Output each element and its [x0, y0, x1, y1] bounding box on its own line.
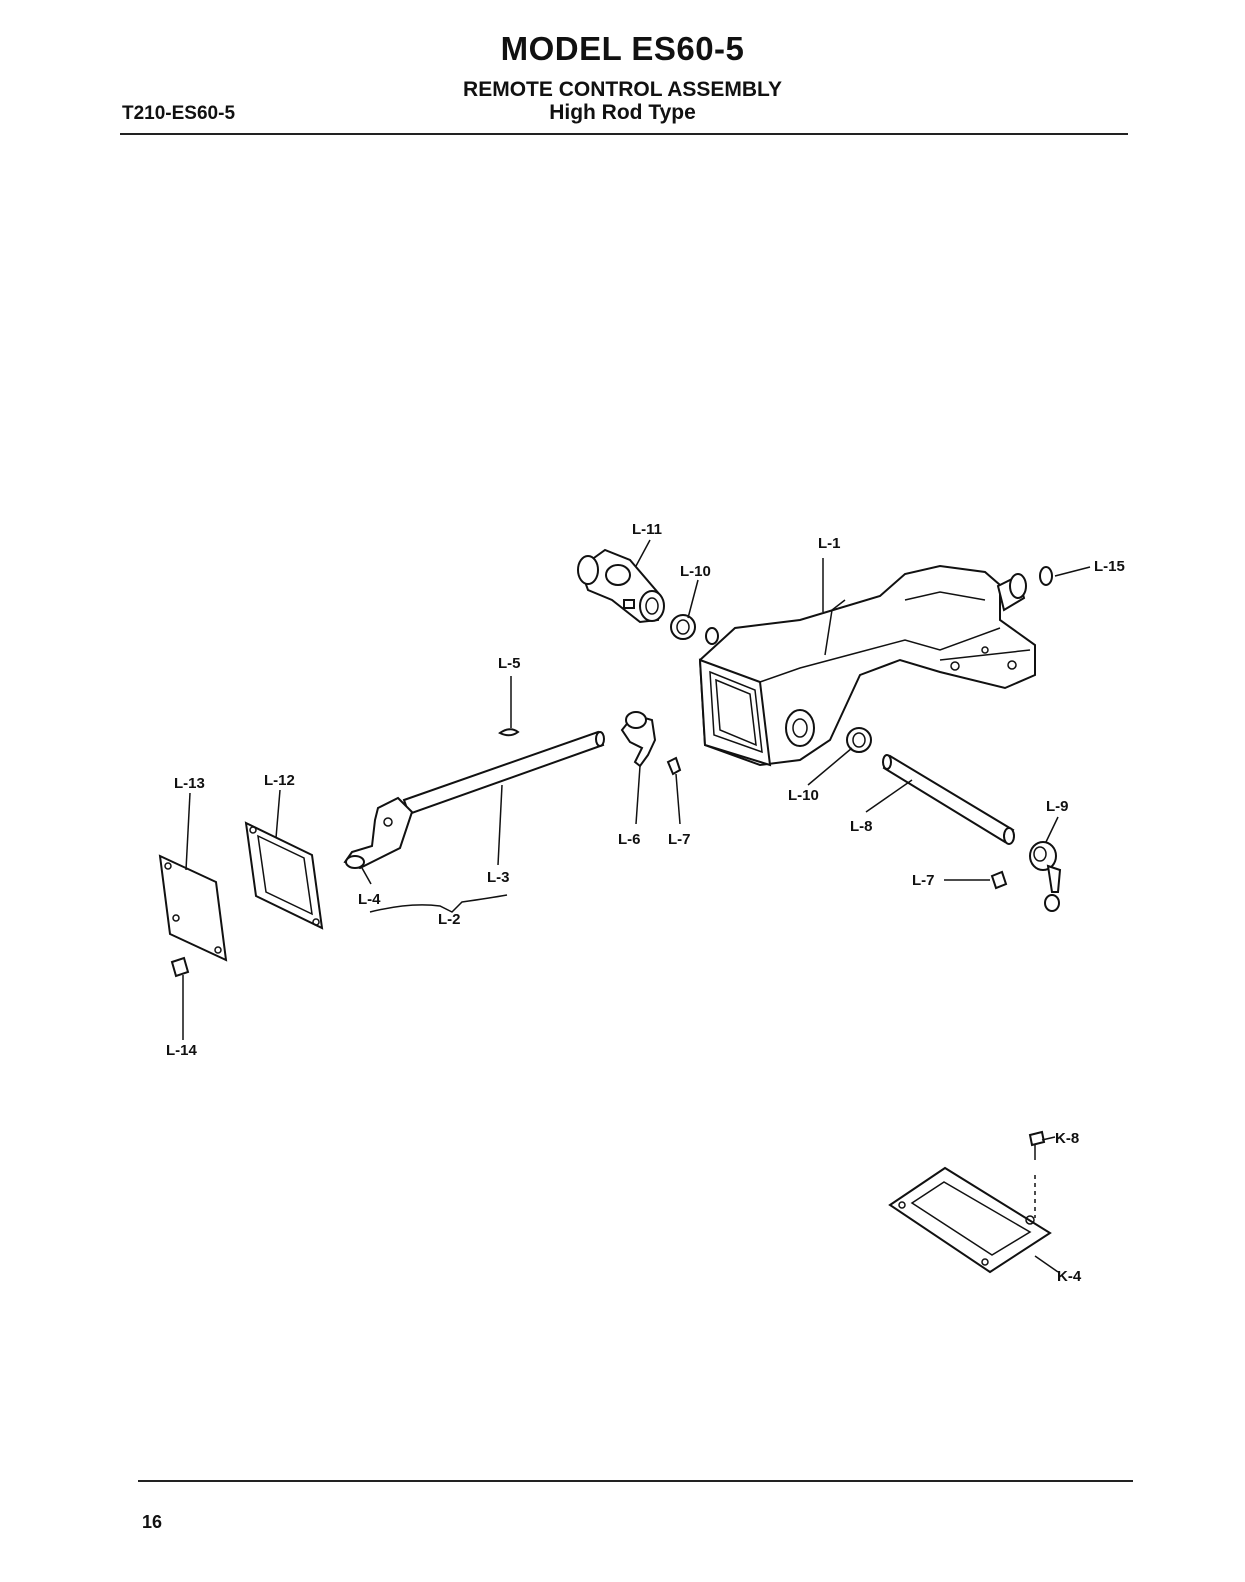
callout-l13: L-13	[174, 775, 205, 792]
bolt-lower-part	[990, 870, 1008, 890]
document-id: T210-ES60-5	[122, 103, 236, 124]
callout-l10-upper: L-10	[680, 563, 711, 580]
assembly-title: REMOTE CONTROL ASSEMBLY	[463, 78, 782, 101]
assembly-subtitle: High Rod Type	[549, 101, 696, 124]
callout-l7-lower: L-7	[912, 872, 935, 889]
callout-l9: L-9	[1046, 798, 1069, 815]
page-title: MODEL ES60-5	[500, 30, 745, 67]
seal-lower-part	[846, 727, 872, 753]
shaft-part	[343, 730, 605, 870]
callout-l5: L-5	[498, 655, 521, 672]
bolt-k8-part	[1028, 1130, 1046, 1218]
leader-lines	[185, 539, 1091, 1273]
lever-part	[620, 711, 657, 768]
callout-l12: L-12	[264, 772, 295, 789]
gasket-k4-part	[888, 1166, 1052, 1274]
callout-l15: L-15	[1094, 558, 1125, 575]
callout-l8: L-8	[850, 818, 873, 835]
page-number: 16	[142, 1512, 163, 1532]
bolt-cover-part	[170, 956, 190, 1040]
bolt-upper-part	[666, 756, 682, 776]
callout-l3: L-3	[487, 869, 510, 886]
footer-divider	[138, 1480, 1133, 1482]
key-part	[498, 728, 520, 737]
seal-upper-part	[670, 614, 696, 640]
callout-l6: L-6	[618, 831, 641, 848]
callout-l1: L-1	[818, 535, 841, 552]
callout-l11: L-11	[632, 521, 662, 538]
lever-right-part	[1029, 841, 1062, 912]
callout-k8: K-8	[1055, 1130, 1079, 1147]
callout-l14: L-14	[166, 1042, 198, 1059]
callout-l4: L-4	[358, 891, 381, 908]
callout-l10-lower: L-10	[788, 787, 819, 804]
housing-part	[698, 564, 1036, 767]
callout-l2: L-2	[438, 911, 461, 928]
cover-plate-part	[158, 854, 228, 962]
callout-k4: K-4	[1057, 1268, 1082, 1285]
universal-joint-part	[577, 548, 665, 624]
header-divider	[120, 133, 1128, 135]
pin-part	[882, 754, 1015, 845]
plug-part	[1039, 566, 1053, 586]
callout-l7-upper: L-7	[668, 831, 691, 848]
gasket-part	[244, 821, 324, 930]
